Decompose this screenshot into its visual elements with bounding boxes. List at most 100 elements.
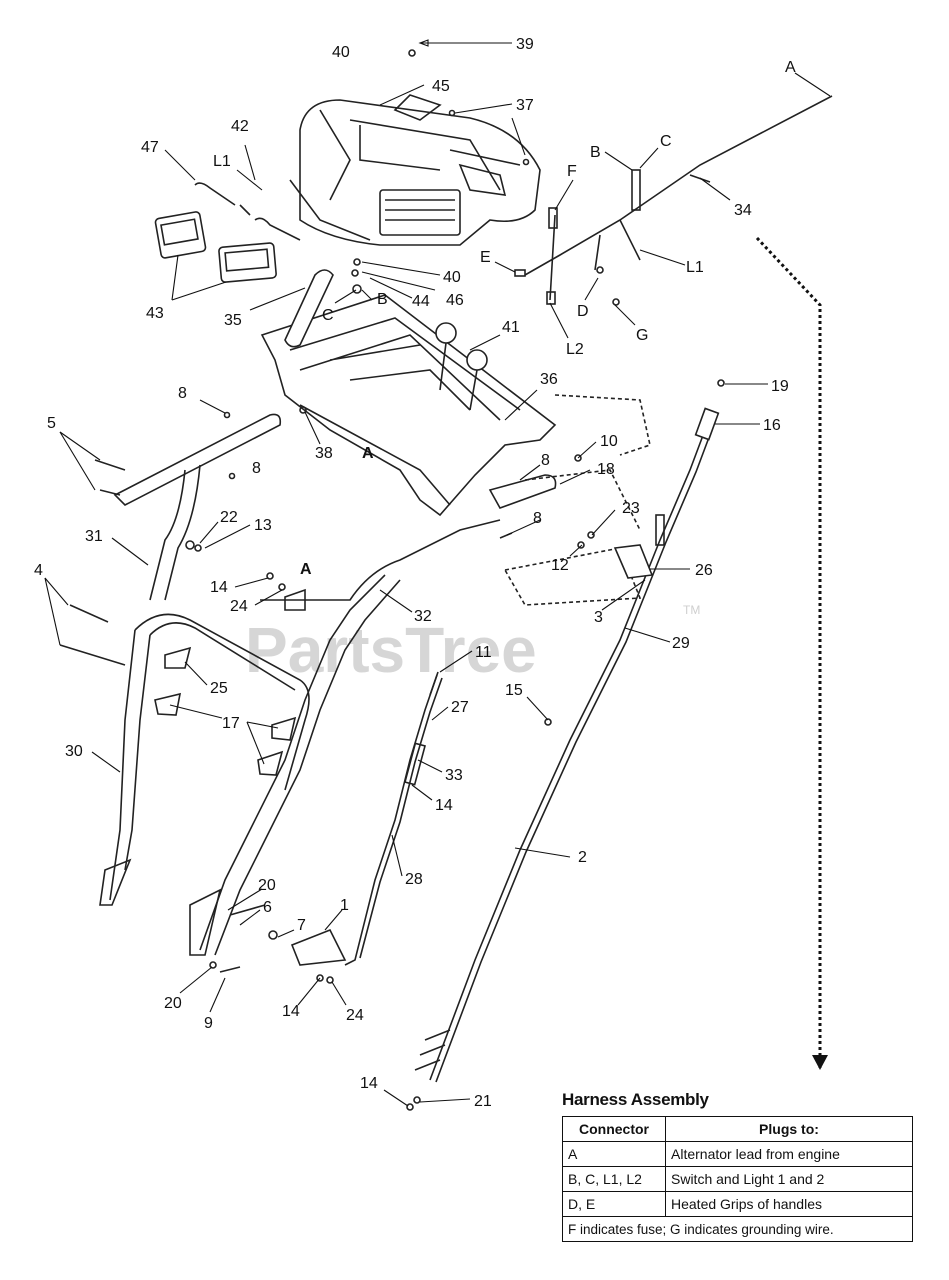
- callout-label: 13: [254, 517, 272, 534]
- callout-label: D: [577, 303, 589, 320]
- handle-assembly-part: [99, 413, 557, 956]
- callout-label: 14: [360, 1075, 378, 1092]
- callout-label: 14: [282, 1003, 300, 1020]
- wire-harness-part: [514, 95, 833, 306]
- continuation-line: [755, 236, 822, 1070]
- callout-label: 33: [445, 767, 463, 784]
- plugs-to-cell: Heated Grips of handles: [665, 1191, 913, 1217]
- crank-bracket-part: [499, 394, 665, 726]
- callout-label: 14: [435, 797, 453, 814]
- callout-label: 1: [340, 897, 349, 914]
- callout-label: B: [377, 291, 388, 308]
- callout-label: 12: [551, 557, 569, 574]
- callout-label: A: [362, 445, 374, 462]
- callout-label: 40: [332, 44, 350, 61]
- callout-label: 39: [516, 36, 534, 53]
- callout-label: 22: [220, 509, 238, 526]
- chute-control-rod-part: [344, 671, 443, 966]
- callout-label: 3: [594, 609, 603, 626]
- callout-label: F: [567, 163, 577, 180]
- plugs-to-cell: Switch and Light 1 and 2: [665, 1166, 913, 1192]
- callout-label: 7: [297, 917, 306, 934]
- table-row: D, E Heated Grips of handles: [562, 1191, 913, 1217]
- callout-label: 43: [146, 305, 164, 322]
- callout-label: 5: [47, 415, 56, 432]
- callout-label: 19: [771, 378, 789, 395]
- watermark-text: PartsTree: [245, 614, 537, 686]
- pivot-parts: [266, 572, 306, 611]
- callout-label: L1: [213, 153, 231, 170]
- callout-label: 8: [533, 510, 542, 527]
- table-row: B, C, L1, L2 Switch and Light 1 and 2: [562, 1166, 913, 1192]
- callout-label: 21: [474, 1093, 492, 1110]
- callout-label: 4: [34, 562, 43, 579]
- callout-label: C: [660, 133, 672, 150]
- callout-label: 20: [258, 877, 276, 894]
- callout-label: 32: [414, 608, 432, 625]
- leader-lines: [44, 39, 831, 1107]
- callout-label: 47: [141, 139, 159, 156]
- callout-label: 8: [252, 460, 261, 477]
- harness-table: Connector Plugs to: A Alternator lead fr…: [562, 1116, 913, 1242]
- callout-label: 9: [204, 1015, 213, 1032]
- callout-label: 20: [164, 995, 182, 1012]
- callout-label: 27: [451, 699, 469, 716]
- callout-label: 38: [315, 445, 333, 462]
- harness-title: Harness Assembly: [562, 1090, 709, 1109]
- callout-label: 34: [734, 202, 752, 219]
- table-header-row: Connector Plugs to:: [562, 1116, 913, 1142]
- clamp-parts: [154, 646, 297, 776]
- screw-parts: [351, 49, 530, 294]
- connector-cell: A: [562, 1141, 666, 1167]
- callout-label: 24: [346, 1007, 364, 1024]
- callout-label: 15: [505, 682, 523, 699]
- callout-label: 46: [446, 292, 464, 309]
- watermark-tm: TM: [683, 603, 700, 617]
- table-row: A Alternator lead from engine: [562, 1141, 913, 1167]
- callout-label: 8: [178, 385, 187, 402]
- callout-label: A: [785, 59, 796, 76]
- light-parts: [154, 182, 301, 283]
- harness-assembly-legend: Harness Assembly Connector Plugs to: A A…: [562, 1090, 914, 1242]
- crank-rod-part: [406, 379, 725, 1111]
- callout-label: 11: [475, 644, 492, 661]
- callout-label: 10: [600, 433, 618, 450]
- connector-cell: D, E: [562, 1191, 666, 1217]
- callout-label: 40: [443, 269, 461, 286]
- callout-label: 6: [263, 899, 272, 916]
- callout-label: 8: [541, 452, 550, 469]
- callout-label: 42: [231, 118, 249, 135]
- callout-label: 17: [222, 715, 240, 732]
- callout-label: C: [322, 307, 334, 324]
- callout-labels: 40 39 45 37 A 42 47 L1 F B C 34 E L1 40 …: [34, 36, 796, 1110]
- callout-label: B: [590, 144, 601, 161]
- callout-label: 37: [516, 97, 534, 114]
- continuation-arrow: [812, 1055, 828, 1070]
- callout-label: 41: [502, 319, 520, 336]
- callout-label: 14: [210, 579, 228, 596]
- callout-label: A: [300, 561, 312, 578]
- dash-panel-part: [289, 94, 541, 246]
- callout-label: 31: [85, 528, 103, 545]
- callout-label: 2: [578, 849, 587, 866]
- table-row: F indicates fuse; G indicates grounding …: [562, 1216, 913, 1242]
- callout-label: 45: [432, 78, 450, 95]
- column-header: Connector: [562, 1116, 666, 1142]
- callout-label: 25: [210, 680, 228, 697]
- callout-label: 23: [622, 500, 640, 517]
- bolt-parts: [59, 406, 307, 666]
- callout-label: 16: [763, 417, 781, 434]
- callout-label: 28: [405, 871, 423, 888]
- callout-label: E: [480, 249, 491, 266]
- callout-label: L2: [566, 341, 584, 358]
- callout-label: 30: [65, 743, 83, 760]
- callout-label: L1: [686, 259, 704, 276]
- lower-linkage-part: [209, 904, 347, 984]
- harness-note: F indicates fuse; G indicates grounding …: [562, 1216, 913, 1242]
- callout-label: 26: [695, 562, 713, 579]
- column-header: Plugs to:: [665, 1116, 913, 1142]
- callout-label: 18: [597, 461, 615, 478]
- connector-cell: B, C, L1, L2: [562, 1166, 666, 1192]
- chute-frame-part: [260, 294, 557, 517]
